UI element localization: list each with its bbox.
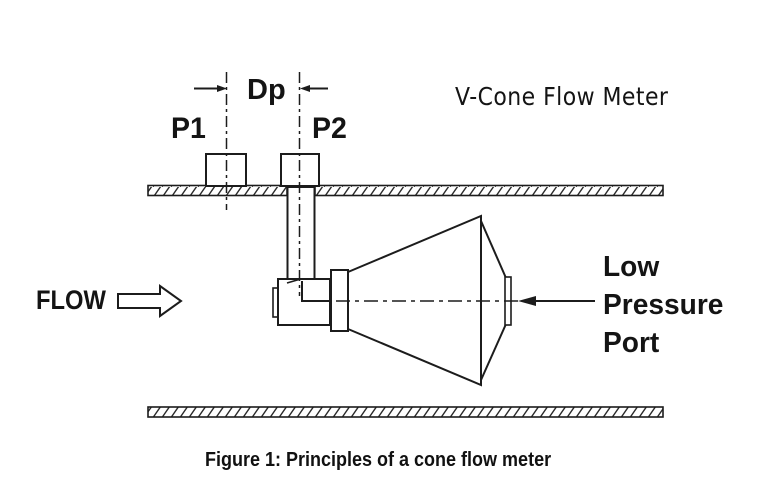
pipe-bottom-wall (147, 406, 664, 418)
low-pressure-port-label: Low Pressure Port (603, 251, 724, 359)
dp-dimension (194, 85, 328, 92)
p2-down-pipe (286, 186, 316, 281)
diagram-title: V-Cone Flow Meter (455, 82, 669, 111)
elbow-chamfer-line (286, 278, 300, 284)
elbow-inner-bend-line (301, 281, 330, 302)
dp-left-arrowhead-icon (217, 85, 227, 92)
dp-right-arrowhead-icon (300, 85, 310, 92)
low-pressure-arrowhead-icon (518, 296, 536, 306)
p2-label: P2 (312, 112, 347, 145)
p1-label: P1 (171, 112, 206, 145)
low-pressure-leader (518, 296, 595, 306)
flow-direction-arrow-icon (117, 284, 183, 318)
figure-caption: Figure 1: Principles of a cone flow mete… (205, 449, 552, 471)
centerlines (225, 72, 519, 302)
dp-label: Dp (247, 74, 286, 106)
top-wall-right-segment (314, 184, 664, 197)
cone-rear-bottom-edge (480, 323, 507, 381)
cone-rear-top-edge (480, 220, 507, 279)
bottom-wall-segment (147, 406, 664, 418)
elbow-assembly (272, 278, 331, 326)
flow-label: FLOW (36, 285, 106, 315)
